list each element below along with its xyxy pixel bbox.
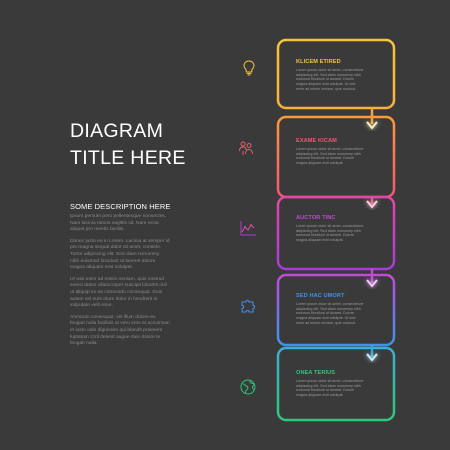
description-text: Ipsum persum pero pellentesque nonsectes… bbox=[70, 214, 170, 353]
step-3-body: Lorem ipsum dolor sit amet, consectetuer… bbox=[296, 224, 364, 243]
description-paragraph: Ammodo consequat, vel illum dolore eu fe… bbox=[70, 314, 170, 347]
diagram-title: DIAGRAM TITLE HERE bbox=[70, 118, 240, 172]
description-paragraph: Donec justo eu in Lorem. Lacinia at semp… bbox=[70, 238, 170, 271]
step-5: ONEA TERIUS Lorem ipsum dolor sit amet, … bbox=[296, 370, 364, 398]
step-box-1 bbox=[276, 38, 396, 110]
description-paragraph: Ut wisi enim ad minim veniam, quis nostr… bbox=[70, 276, 167, 309]
step-box-4 bbox=[276, 273, 396, 347]
step-box-3 bbox=[276, 195, 396, 271]
step-2: EXAME KICAM Lorem ipsum dolor sit amet, … bbox=[296, 138, 364, 166]
description-paragraph: Ipsum persum pero pellentesque nonsectes… bbox=[70, 214, 167, 233]
step-3-title: AUCTOR TINC bbox=[296, 215, 336, 221]
lightbulb-icon bbox=[243, 60, 255, 76]
chart-icon bbox=[240, 221, 256, 236]
title-line-2: TITLE HERE bbox=[70, 147, 186, 169]
description-heading: SOME DESCRIPTION HERE bbox=[70, 202, 171, 211]
step-3: AUCTOR TINC Lorem ipsum dolor sit amet, … bbox=[296, 215, 364, 243]
step-1: KLICEM ETIRED Lorem ipsum dolor sit amet… bbox=[296, 59, 364, 92]
step-1-title: KLICEM ETIRED bbox=[296, 59, 341, 65]
step-4-title: SED HAC UMORT bbox=[296, 293, 345, 299]
step-2-title: EXAME KICAM bbox=[296, 138, 337, 144]
step-1-body: Lorem ipsum dolor sit amet, consectetuer… bbox=[296, 68, 364, 91]
arrow-head-3 bbox=[366, 279, 378, 288]
step-4-body: Lorem ipsum dolor sit amet, consectetuer… bbox=[296, 302, 364, 325]
title-line-1: DIAGRAM bbox=[70, 120, 164, 142]
step-4: SED HAC UMORT Lorem ipsum dolor sit amet… bbox=[296, 293, 364, 326]
arrow-head-4 bbox=[366, 353, 378, 362]
people-icon bbox=[239, 141, 253, 155]
step-5-body: Lorem ipsum dolor sit amet, consectetuer… bbox=[296, 379, 364, 398]
arrow-head-1 bbox=[366, 121, 378, 130]
step-5-title: ONEA TERIUS bbox=[296, 370, 336, 376]
arrow-head-2 bbox=[366, 200, 378, 209]
puzzle-icon bbox=[241, 299, 256, 313]
step-2-body: Lorem ipsum dolor sit amet, consectetuer… bbox=[296, 147, 364, 166]
step-box-5 bbox=[276, 346, 396, 422]
globe-icon bbox=[240, 379, 256, 395]
